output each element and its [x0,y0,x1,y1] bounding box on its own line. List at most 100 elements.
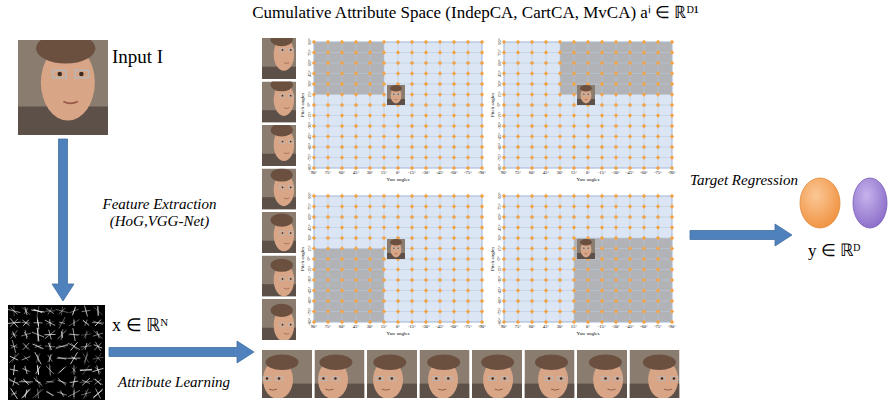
tick-label: -30° [497,122,502,130]
tick-label: 30° [307,81,312,87]
grid-point [670,82,674,86]
grid-point [480,278,484,282]
tick-label: -75° [654,324,662,329]
face-mouth [585,99,588,100]
face-eye [282,324,284,326]
grid-point [452,194,456,198]
hog-stroke [11,388,18,399]
grid-point [656,50,660,54]
grid-point [530,92,534,96]
grid-point [382,236,386,240]
grid-point [544,40,548,44]
grid-point [670,299,674,303]
face-mouth [495,389,503,391]
grid-point [438,215,442,219]
grid-point [502,320,506,324]
grid-point [502,278,506,282]
grid-point [530,225,534,229]
hog-stroke [22,320,29,326]
grid-point [558,71,562,75]
face-eye [282,141,284,143]
face-background [367,350,417,398]
tick-label: 0° [307,103,312,107]
face-background [315,350,365,398]
hog-stroke [94,331,103,339]
face-content [577,239,595,259]
face-mouth [269,389,277,391]
grid-point [480,257,484,261]
grid-point [340,61,344,65]
grid-point [382,267,386,271]
grid-point [600,278,604,282]
grid-point [410,236,414,240]
grid-point [642,267,646,271]
tick-label: 15° [381,170,387,175]
grid-point [502,40,506,44]
grid-point [670,134,674,138]
grid-point [312,236,316,240]
hog-stroke [79,381,92,382]
hog-stroke [59,317,65,328]
grid-point [424,257,428,261]
grid-point [410,166,414,170]
grid-point [628,309,632,313]
hog-stroke [84,354,88,362]
tick-label: 45° [543,170,549,175]
grid-point [530,257,534,261]
grid-point [396,40,400,44]
grid-point [424,40,428,44]
grid-line [314,248,482,249]
axis-title: Pitch angles [490,93,496,117]
grid-point [410,267,414,271]
grid-point [424,50,428,54]
grid-point [614,236,618,240]
grid-point [480,103,484,107]
grid-point [340,50,344,54]
grid-point [410,246,414,250]
face-glasses [658,377,666,381]
tick-label: -60° [450,170,458,175]
grid-point [502,166,506,170]
grid-point [572,215,576,219]
grid-point [354,299,358,303]
face-hair [271,214,293,227]
grid-point [502,92,506,96]
hog-stroke [34,309,43,313]
tick-label: -75° [497,154,502,162]
grid-point [502,124,506,128]
face-background [577,350,627,398]
tick-label: 75° [497,203,502,209]
grid-point [424,309,428,313]
tick-label: 0° [497,103,502,107]
grid-point [670,267,674,271]
hog-stroke [97,366,99,375]
grid-point [368,166,372,170]
face-mouth [284,197,289,199]
grid-point [424,225,428,229]
grid-point [438,103,442,107]
grid-shaded-region [314,249,384,323]
grid-point [614,145,618,149]
hog-stroke [73,320,74,327]
grid-point [516,40,520,44]
grid-point [586,320,590,324]
grid-point [368,124,372,128]
grid-point [410,194,414,198]
axis-title: Yaw angles [387,177,410,183]
target-circle [853,178,887,228]
hog-stroke [22,307,30,315]
face-content [262,38,296,79]
grid-point [628,246,632,250]
grid-point [382,257,386,261]
grid-point [438,320,442,324]
grid-area [504,42,672,168]
grid-point [466,236,470,240]
pose-grid-plot [300,38,486,188]
grid-point [544,204,548,208]
tick-label: 45° [307,70,312,76]
tick-label: -75° [497,308,502,316]
target-vector-label: y ∈ ℝᴰ [808,241,860,261]
grid-point [530,204,534,208]
grid-point [396,299,400,303]
grid-point [480,61,484,65]
